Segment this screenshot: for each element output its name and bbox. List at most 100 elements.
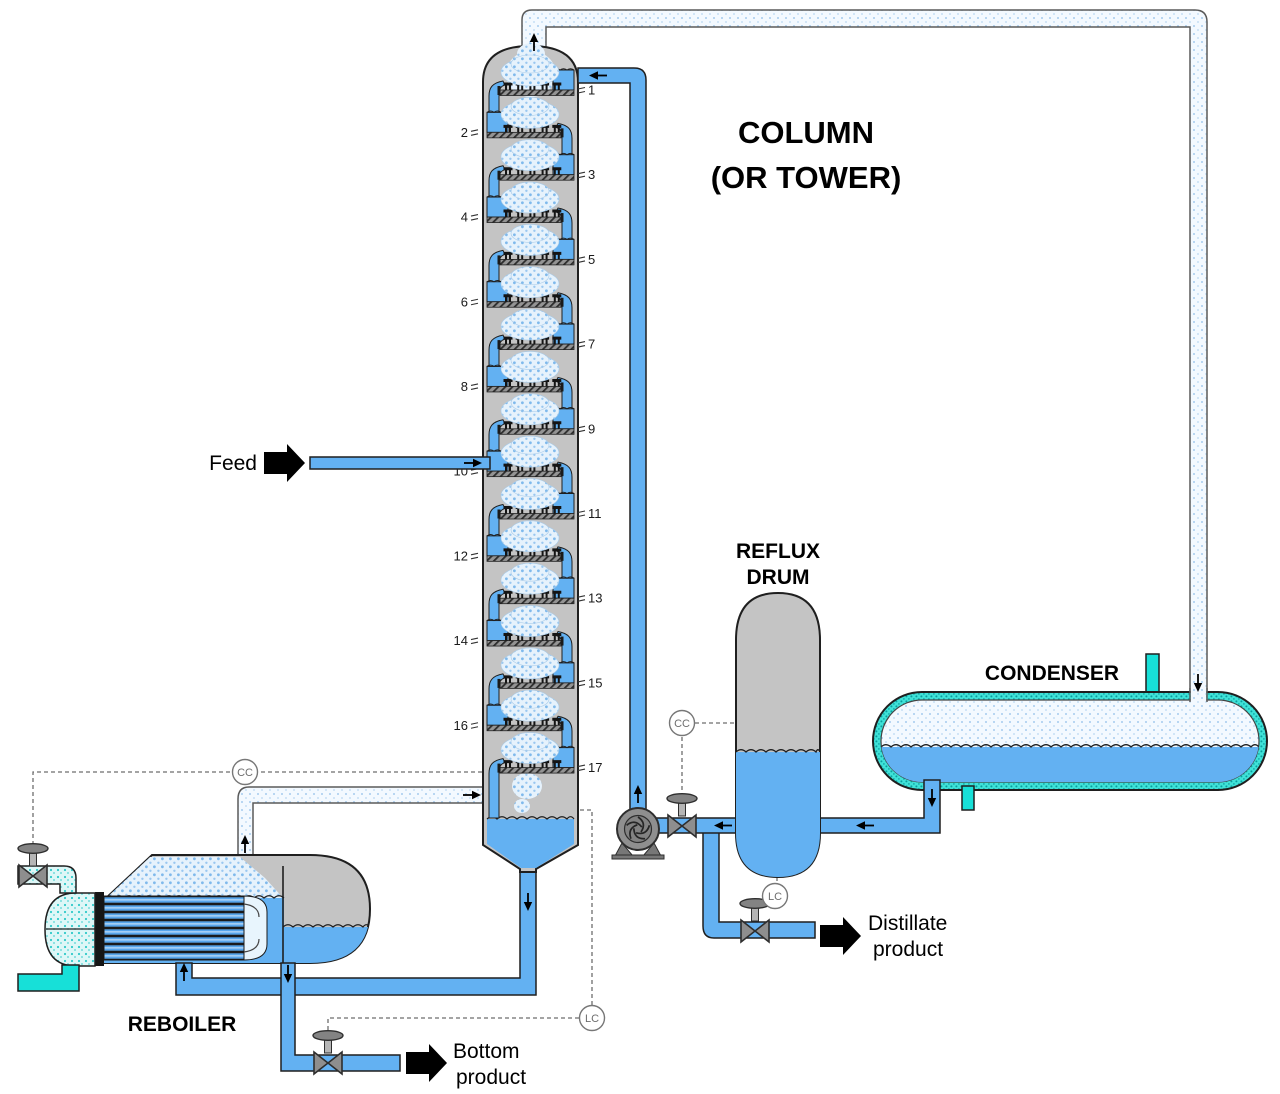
tray-3: 3 [488,139,595,200]
bubble-cap [552,463,562,472]
tray-deck [499,89,575,96]
tray-number: 11 [588,506,602,521]
bottom-product-pipe [280,962,401,1072]
reflux-riser-pipe [577,67,647,819]
tray-number: 12 [454,548,468,563]
reboiler-label: REBOILER [128,1013,237,1036]
tray-number: 3 [588,167,595,182]
bubble-cap [503,421,513,429]
bubble-cap [552,124,562,133]
tray-deck [499,428,575,435]
bubble-cap [503,378,513,387]
title-line2: (OR TOWER) [711,160,902,195]
condenser-liquid [881,744,1259,782]
tray-froth [500,181,560,214]
bubble-cap [552,378,562,387]
tray-deck [499,513,575,520]
tray-10: 10 [454,435,573,497]
level-controller-bottoms: LC [578,1004,606,1032]
tray-deck [486,724,562,732]
tray-deck [499,597,575,605]
reboiler-liquid-right [283,927,370,963]
tray-number: 16 [454,718,468,733]
tray-froth [500,393,560,426]
bubble-cap [503,548,513,556]
bubble-cap [503,717,513,726]
bubble-cap [552,251,562,260]
tray-deck [499,682,575,689]
bubble-cap [503,336,513,345]
bubble-cap [552,294,562,302]
distillate-branch-pipe [702,825,816,939]
tray-deck [486,555,562,562]
tray-deck [486,131,562,139]
bubble-cap [552,717,562,726]
tray-deck [486,301,562,308]
column-sump-vapor-froth [512,773,542,813]
condenser-label: CONDENSER [985,662,1119,685]
bubble-cap [503,124,513,133]
bubble-cap [503,167,513,175]
tray-5: 5 [488,224,595,285]
bottom-product-arrow [406,1044,447,1082]
tray-deck [499,767,575,774]
reboiler-tube-ubend [243,895,268,961]
tray-12: 12 [454,520,573,581]
lc-bottoms-tap [578,809,593,1005]
tray-number: 7 [588,337,595,352]
tray-deck [486,640,562,647]
reflux-pump [611,807,665,860]
bubble-cap [503,251,513,260]
column-bottom-liquid [486,816,575,868]
composition-controller-reboiler: CC [231,758,259,786]
tray-froth [500,605,560,637]
bubble-cap [552,760,562,768]
tray-1: 1 [488,54,595,115]
tray-deck [486,470,562,478]
reboiler-tube-bundle [103,895,245,961]
tray-froth [500,139,560,171]
tray-number: 2 [461,125,468,140]
tray-number: 5 [588,252,595,267]
title-line1: COLUMN [738,115,874,150]
bubble-cap [503,294,513,302]
condenser-vapor-inlet [1189,688,1208,702]
distillate-arrow [820,917,861,955]
bubble-cap [552,548,562,556]
bubble-cap [552,675,562,683]
tray-froth [500,478,560,510]
tray-16: 16 [454,689,573,751]
tray-11: 11 [488,478,602,539]
reboiler-froth [105,857,284,899]
bubble-cap [552,633,562,641]
reboiler-tubesheet [95,892,104,966]
cooling-water-outlet-nozzle [1145,653,1160,697]
lc-bottoms-label: LC [585,1013,599,1025]
reflux-drum-label-line1: REFLUX [736,540,820,563]
bubble-cap [552,82,562,90]
tray-number: 8 [461,379,468,394]
bubble-cap [552,506,562,514]
cooling-water-inlet-nozzle [961,785,975,811]
tray-froth [500,435,560,468]
bubble-cap [503,82,513,90]
bubble-cap [503,760,513,768]
tray-number: 14 [454,633,468,648]
lc-bottoms-signal-valve [327,1017,579,1032]
tray-froth [500,224,560,256]
tray-15: 15 [488,647,602,708]
tray-froth [500,520,560,553]
bubble-cap [552,167,562,175]
tray-froth [500,97,560,129]
pump-impeller [626,816,651,840]
tray-froth [500,732,560,764]
tray-8: 8 [461,351,573,412]
tray-17: 17 [488,732,602,819]
tray-number: 9 [588,421,595,436]
tray-number: 17 [588,760,602,775]
feed-label: Feed [209,452,257,475]
bubble-cap [552,421,562,429]
